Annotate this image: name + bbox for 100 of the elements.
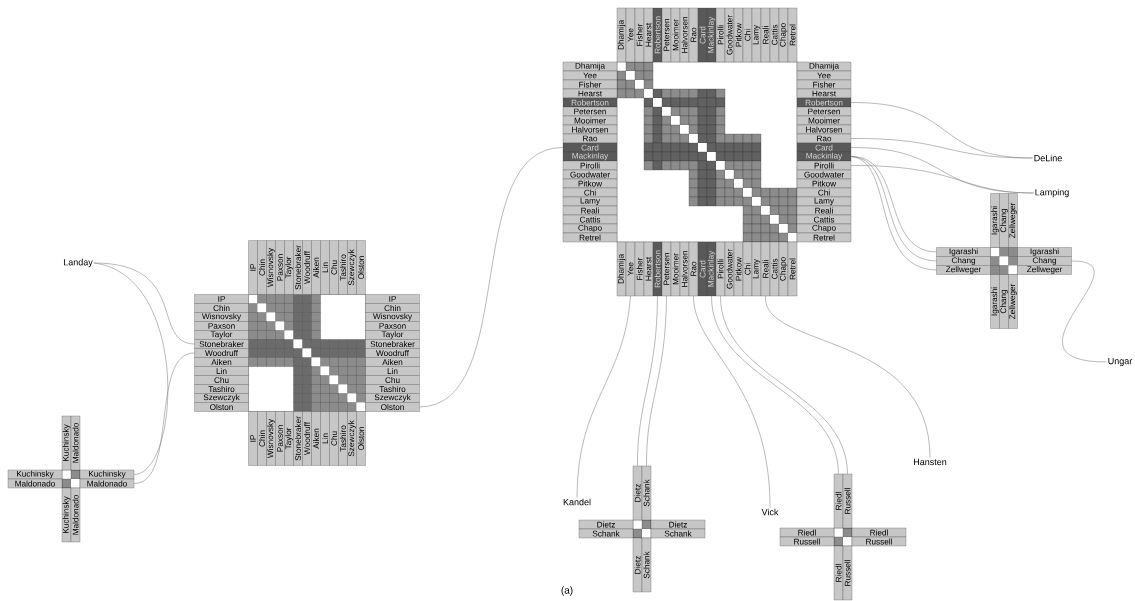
row-label: Chu (194, 375, 249, 385)
column-label: Fisher (634, 241, 645, 297)
row-label: Russell (851, 536, 907, 547)
column-label: Chin (257, 240, 267, 295)
row-label: Lamy (562, 196, 618, 207)
row-label: Retrel (562, 232, 618, 243)
column-label: Yee (625, 241, 636, 297)
row-label: Taylor (194, 330, 249, 340)
row-label: Woodruff (365, 348, 420, 358)
column-label: Mooimer (670, 7, 681, 63)
link-curve (850, 138, 1033, 159)
row-label: Chang (936, 256, 991, 266)
column-label: Chi (742, 7, 753, 63)
link-curve (646, 295, 667, 467)
row-label: Stonebraker (194, 339, 249, 349)
column-label: Lamy (751, 7, 762, 63)
row-label: Lin (365, 366, 420, 376)
link-curve (133, 352, 195, 484)
column-label: Petersen (661, 7, 672, 63)
link-curve (419, 147, 564, 408)
row-label: Chu (365, 375, 420, 385)
column-label: Zellweger (1008, 274, 1018, 329)
column-label: Russell (842, 473, 853, 529)
column-label: Chi (742, 241, 753, 297)
column-label: Fisher (634, 7, 645, 63)
row-label: Pirolli (562, 160, 618, 171)
row-label: IP (365, 294, 420, 304)
row-label: Yee (796, 70, 852, 81)
author-name: DeLine (1034, 154, 1062, 162)
row-label: Riedl (851, 527, 907, 538)
column-label: Chang (999, 193, 1009, 248)
author-name: Landay (64, 258, 93, 268)
row-label: Wisnovsky (365, 312, 420, 322)
row-label: Chin (194, 303, 249, 313)
row-label: Petersen (562, 106, 618, 117)
column-label: Dietz (632, 537, 643, 593)
column-label: Retrel (787, 241, 798, 297)
link-curve (576, 295, 631, 498)
column-label: Retrel (787, 7, 798, 63)
row-label: Card (796, 142, 852, 153)
row-label: Dietz (578, 519, 634, 530)
row-label: Yee (562, 70, 618, 81)
row-label: Hearst (562, 88, 618, 99)
column-label: Tashiro (338, 240, 348, 295)
row-label: Riedl (779, 527, 835, 538)
column-label: Hearst (643, 7, 654, 63)
row-label: Chang (1017, 256, 1072, 266)
column-label: IP (248, 240, 258, 295)
row-label: Schank (578, 528, 634, 539)
column-label: Riedl (833, 473, 844, 529)
author-name: Ungar (1108, 357, 1133, 366)
author-name: Lamping (1035, 188, 1069, 198)
row-label: Woodruff (194, 348, 249, 358)
row-label: Mooimer (562, 115, 618, 126)
row-label: Hearst (796, 88, 852, 99)
column-label: Pitkow (733, 7, 744, 63)
row-label: Tashiro (365, 384, 420, 394)
column-label: Petersen (661, 241, 672, 297)
column-label: Taylor (284, 240, 294, 295)
row-label: Chi (796, 187, 852, 198)
row-label: Szewczyk (194, 393, 249, 403)
row-label: Wisnovsky (194, 312, 249, 322)
row-label: Petersen (796, 106, 852, 117)
link-curve (850, 165, 1034, 194)
column-label: Wisnovsky (266, 240, 276, 295)
column-label: Mooimer (670, 241, 681, 297)
column-label: Dietz (632, 465, 643, 521)
row-label: Aiken (194, 357, 249, 367)
row-label: Rao (562, 133, 618, 144)
column-label: Szewczyk (347, 240, 357, 295)
link-curve (1062, 260, 1107, 363)
column-label: Igarashi (990, 193, 1000, 248)
column-label: Olston (356, 240, 366, 295)
column-label: Woodruff (302, 411, 312, 466)
caption: (a) (561, 586, 573, 596)
row-label: Zellweger (1017, 265, 1072, 275)
column-label: Schank (641, 465, 652, 521)
column-label: Olston (356, 411, 366, 466)
author-name: Kandel (563, 498, 591, 506)
column-label: IP (248, 411, 258, 466)
row-label: Aiken (365, 357, 420, 367)
column-label: Stonebraker (293, 411, 303, 466)
row-label: Olston (365, 402, 420, 412)
column-label: Chu (329, 411, 339, 466)
column-label: Szewczyk (347, 411, 357, 466)
row-label: Chi (562, 187, 618, 198)
column-label: Igarashi (990, 274, 1000, 329)
column-label: Chu (329, 240, 339, 295)
row-label: Maldonado (7, 478, 63, 489)
column-label: Pirolli (715, 7, 726, 63)
row-label: Igarashi (1017, 247, 1072, 257)
row-label: IP (194, 294, 249, 304)
column-label: Yee (625, 7, 636, 63)
row-label: Retrel (796, 232, 852, 243)
row-label: Chin (365, 303, 420, 313)
column-label: Lin (320, 240, 330, 295)
column-label: Lamy (751, 241, 762, 297)
row-label: Lin (194, 366, 249, 376)
column-label: Chin (257, 411, 267, 466)
row-label: Lamy (796, 196, 852, 207)
